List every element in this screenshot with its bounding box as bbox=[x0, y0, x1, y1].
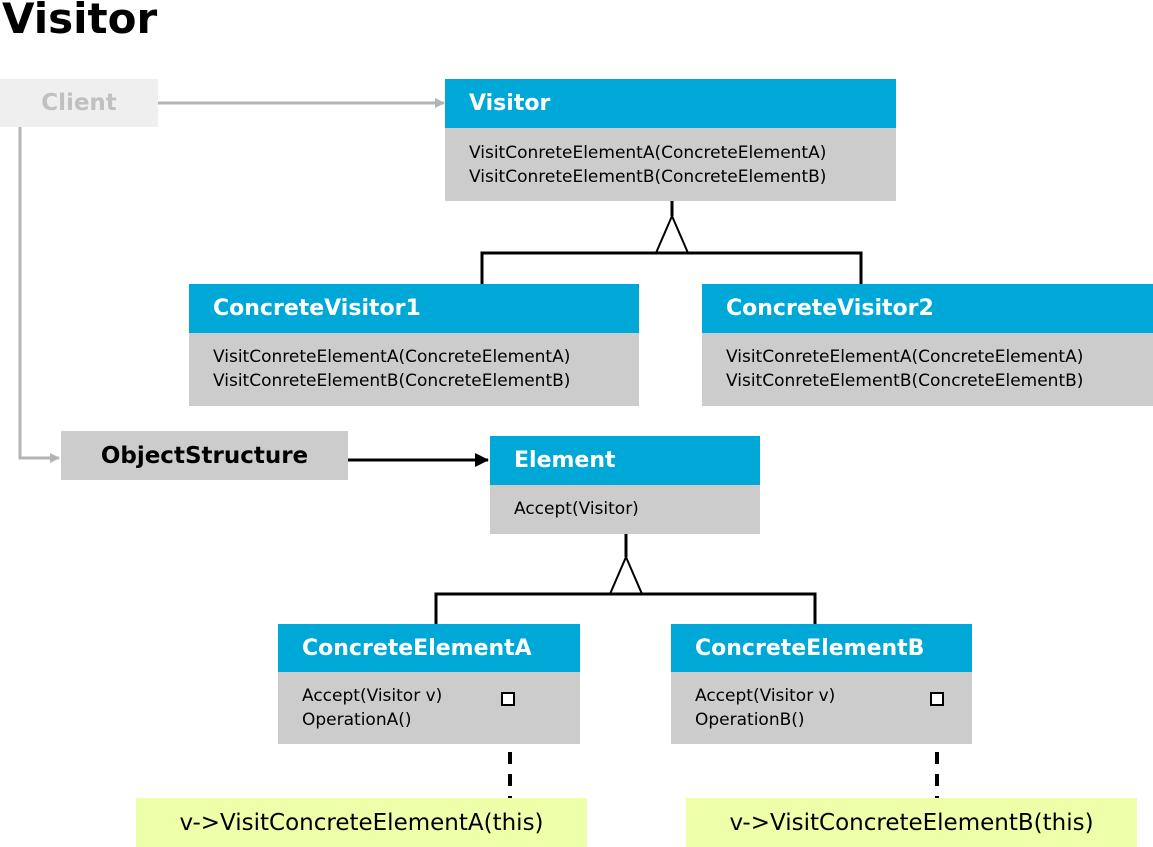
concrete-visitor-2-method: VisitConreteElementA(ConcreteElementA) bbox=[726, 347, 1084, 367]
concrete-visitor-1-method: VisitConreteElementA(ConcreteElementA) bbox=[213, 347, 571, 367]
concrete-element-a-method: OperationA() bbox=[302, 710, 412, 730]
note-anchor-icon bbox=[501, 692, 515, 706]
visitor-inheritance-branches bbox=[480, 251, 863, 284]
visitor-inheritance-triangle bbox=[654, 213, 690, 254]
concrete-element-a-method: Accept(Visitor v) bbox=[302, 686, 443, 706]
diagram-title: Visitor bbox=[2, 0, 158, 43]
concrete-visitor-1-name: ConcreteVisitor1 bbox=[189, 284, 639, 333]
visitor-method: VisitConreteElementA(ConcreteElementA) bbox=[469, 143, 827, 163]
concrete-element-b-methods: Accept(Visitor v) OperationB() bbox=[671, 672, 972, 744]
concrete-element-b-method: OperationB() bbox=[695, 710, 805, 730]
concrete-element-a-methods: Accept(Visitor v) OperationA() bbox=[278, 672, 580, 744]
element-inheritance-branches bbox=[434, 592, 817, 624]
element-inheritance-triangle bbox=[608, 554, 644, 595]
object-structure-box: ObjectStructure bbox=[61, 431, 348, 480]
note-concrete-element-a: v->VisitConcreteElementA(this) bbox=[136, 798, 587, 847]
concrete-visitor-2-name: ConcreteVisitor2 bbox=[702, 284, 1153, 333]
client-to-objectstructure-arrow bbox=[18, 127, 60, 463]
element-method: Accept(Visitor) bbox=[514, 499, 639, 519]
concrete-element-b-name: ConcreteElementB bbox=[671, 624, 972, 672]
element-class-methods: Accept(Visitor) bbox=[490, 485, 760, 534]
concrete-visitor-2-method: VisitConreteElementB(ConcreteElementB) bbox=[726, 371, 1084, 391]
concrete-element-a-name: ConcreteElementA bbox=[278, 624, 580, 672]
concrete-element-b-method: Accept(Visitor v) bbox=[695, 686, 836, 706]
element-class-name: Element bbox=[490, 436, 760, 485]
concrete-visitor-2-methods: VisitConreteElementA(ConcreteElementA) V… bbox=[702, 333, 1153, 406]
concrete-visitor-1-method: VisitConreteElementB(ConcreteElementB) bbox=[213, 371, 571, 391]
concrete-visitor-1-class: ConcreteVisitor1 VisitConreteElementA(Co… bbox=[189, 284, 639, 406]
visitor-method: VisitConreteElementB(ConcreteElementB) bbox=[469, 167, 827, 187]
visitor-class: Visitor VisitConreteElementA(ConcreteEle… bbox=[445, 79, 896, 201]
concrete-element-b-class: ConcreteElementB Accept(Visitor v) Opera… bbox=[671, 624, 972, 744]
note-concrete-element-b: v->VisitConcreteElementB(this) bbox=[686, 798, 1137, 847]
concrete-element-a-class: ConcreteElementA Accept(Visitor v) Opera… bbox=[278, 624, 580, 744]
visitor-class-methods: VisitConreteElementA(ConcreteElementA) V… bbox=[445, 128, 896, 201]
concrete-visitor-2-class: ConcreteVisitor2 VisitConreteElementA(Co… bbox=[702, 284, 1153, 406]
note-anchor-icon bbox=[930, 692, 944, 706]
concrete-visitor-1-methods: VisitConreteElementA(ConcreteElementA) V… bbox=[189, 333, 639, 406]
visitor-class-name: Visitor bbox=[445, 79, 896, 128]
client-box: Client bbox=[0, 79, 158, 127]
element-class: Element Accept(Visitor) bbox=[490, 436, 760, 534]
